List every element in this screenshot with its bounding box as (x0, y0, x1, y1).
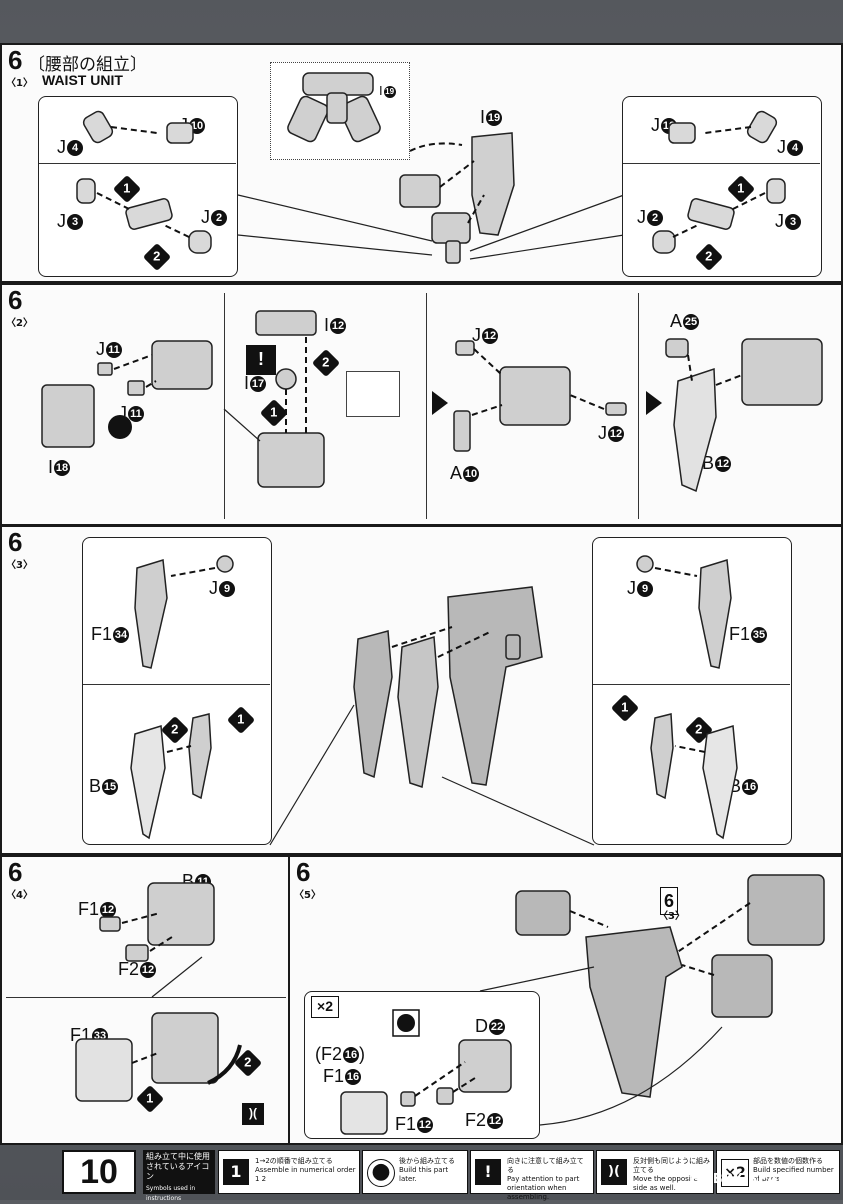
sub-assembly-parts-drawing (340, 1009, 512, 1135)
opposite-side-icon: )( (242, 1103, 264, 1125)
step-number: 6 (8, 45, 23, 75)
column-divider (224, 293, 225, 519)
step-sub-number: 〈4〉 (6, 890, 33, 901)
inset-divider (593, 684, 790, 685)
column-divider (426, 293, 427, 519)
column-divider (638, 293, 639, 519)
caution-icon: ! (246, 345, 276, 375)
orientation-detail-inset (346, 371, 400, 417)
step-6-2-parts-drawing (41, 310, 823, 493)
caution-icon: ! (475, 1159, 501, 1185)
step-6-3-center-drawing (269, 586, 595, 846)
ref-step-sub: 〈3〉 (658, 911, 685, 922)
section-title-en: WAIST UNIT (42, 72, 123, 88)
step-sub-number: 〈2〉 (6, 318, 33, 329)
step-number: 6 (8, 857, 23, 887)
page-number: 10 (62, 1150, 136, 1194)
step-6-5-main-drawing (479, 874, 825, 1126)
inset-divider (83, 684, 270, 685)
i19-part-drawing (287, 72, 381, 143)
step-sub-number: 〈5〉 (294, 890, 321, 901)
left-inset-parts-drawing (76, 110, 212, 254)
inset-divider (623, 163, 820, 164)
step-sub-number: 〈1〉 (6, 78, 33, 89)
multiplier-icon: ×2 (721, 1159, 749, 1187)
step-number: 6 (8, 285, 23, 315)
right-sub-assembly-inset: J10 J4 J2 J3 1 2 (622, 96, 822, 277)
section-title-jp: 〔腰部の組立〕 (28, 55, 147, 75)
step-sub-number: 〈3〉 (6, 560, 33, 571)
center-assembly-drawing (237, 132, 625, 264)
left-skirt-parts-drawing (130, 555, 234, 840)
left-sub-assembly-inset: J4 J10 J3 J2 1 2 (38, 96, 238, 277)
ref-step-number: 6 (660, 887, 679, 915)
flow-arrow-icon (646, 391, 662, 415)
step-6-4-parts-drawing (75, 882, 242, 1102)
inset-divider (39, 163, 236, 164)
multiplier-badge: ×2 (311, 996, 339, 1018)
right-inset-parts-drawing (652, 110, 786, 254)
build-later-icon (108, 415, 132, 439)
step-number: 6 (296, 857, 311, 887)
watermark: HOBBY SEARCH (690, 1172, 810, 1187)
legend-heading: 組み立て中に使用されているアイコン Symbols used in instru… (143, 1150, 215, 1202)
right-skirt-parts-drawing (636, 555, 738, 840)
panel-divider (6, 997, 286, 998)
order-icon: 1 (223, 1159, 249, 1185)
opposite-side-icon: )( (601, 1159, 627, 1185)
flow-arrow-icon (432, 391, 448, 415)
step-number: 6 (8, 527, 23, 557)
build-later-icon: ● (367, 1159, 395, 1187)
step-6-1-panel: 6 〈1〉 〔腰部の組立〕 WAIST UNIT J4 J10 J3 J2 1 … (0, 43, 843, 283)
